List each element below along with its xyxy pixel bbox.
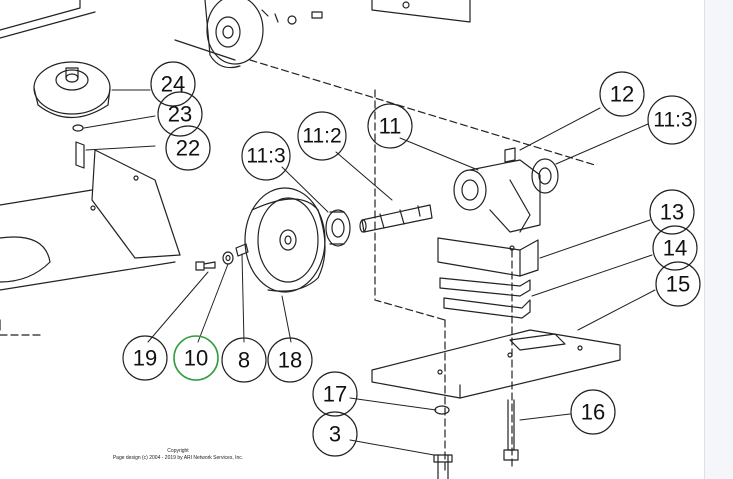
callout-10[interactable]: 10	[184, 346, 208, 371]
callout-15[interactable]: 15	[666, 272, 690, 297]
callout-23[interactable]: 23	[168, 102, 192, 127]
callout-12[interactable]: 12	[610, 82, 634, 107]
leader-lines	[83, 89, 656, 456]
callout-circles	[122, 61, 701, 457]
deck-plate	[0, 189, 176, 331]
bearing-left	[325, 209, 351, 247]
callout-labels: 24 23 22 11:3 11:2 11 12 11:3 13 14 15 1…	[133, 72, 693, 447]
housing	[453, 147, 541, 233]
frame-corner	[0, 0, 96, 39]
callout-18[interactable]: 18	[278, 348, 302, 373]
copyright-notice: Copyright Page design (c) 2004 - 2019 by…	[113, 448, 243, 461]
callout-17[interactable]: 17	[323, 382, 347, 407]
callout-3[interactable]: 3	[329, 422, 341, 447]
callout-11-2[interactable]: 11:2	[302, 125, 341, 148]
callout-19[interactable]: 19	[133, 346, 157, 371]
main-pulley	[244, 187, 326, 293]
callout-14[interactable]: 14	[663, 236, 687, 261]
callout-circle-10-highlight	[173, 335, 219, 381]
bearing-right	[531, 158, 559, 194]
callout-11[interactable]: 11	[379, 114, 402, 139]
callout-24[interactable]: 24	[161, 72, 185, 97]
callout-22[interactable]: 22	[176, 136, 200, 161]
washer-and-spacer	[72, 124, 85, 169]
top-pulley	[174, 0, 323, 69]
callout-13[interactable]: 13	[660, 200, 684, 225]
nut-and-bolt	[433, 405, 453, 479]
shaft	[359, 204, 433, 233]
frame-dash-right	[374, 89, 446, 321]
base-plate	[371, 329, 621, 399]
top-right-block	[371, 0, 471, 23]
callout-11-3-left[interactable]: 11:3	[246, 145, 285, 168]
callout-8[interactable]: 8	[238, 348, 250, 373]
copyright-line-1: Copyright	[167, 448, 189, 454]
callout-16[interactable]: 16	[581, 400, 605, 425]
idler-bracket	[90, 149, 181, 259]
bracket	[437, 237, 539, 277]
idler-pulley	[33, 61, 111, 118]
frame-dash-top	[249, 59, 596, 166]
long-bolt	[503, 399, 519, 461]
side-panel	[704, 0, 733, 479]
shims	[439, 277, 531, 319]
copyright-line-2: Page design (c) 2004 - 2019 by ARI Netwo…	[113, 455, 243, 461]
bolt-washer-key	[195, 243, 249, 271]
callout-11-3-right[interactable]: 11:3	[653, 109, 692, 132]
